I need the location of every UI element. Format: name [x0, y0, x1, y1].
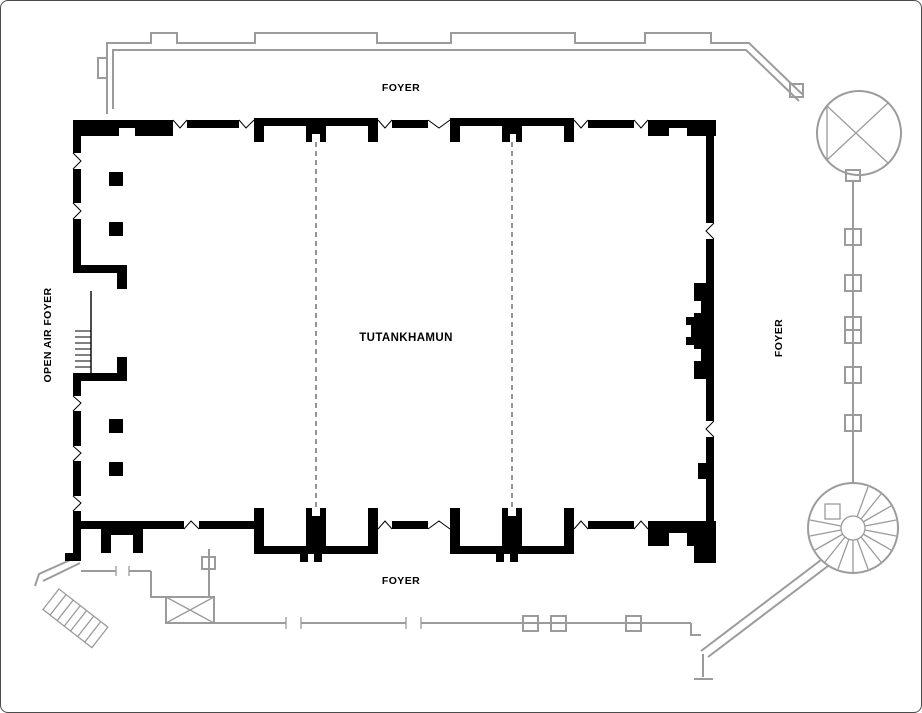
left-wall-stair-alcove [73, 265, 127, 381]
entry-vestibule-top-right [450, 118, 574, 142]
entry-vestibule-top-left [254, 118, 378, 142]
entry-vestibule-bottom-left [254, 508, 378, 562]
top-perimeter-wall-inner [112, 49, 800, 109]
bottom-left-diagonal-wall [34, 556, 81, 587]
foyer-right-label: FOYER [773, 319, 785, 357]
door-opening-markers [72, 119, 715, 530]
hall-top-wall-corner-left [73, 120, 173, 136]
top-left-wall-tab [97, 57, 107, 79]
crossed-shaft-box [165, 596, 215, 624]
foyer-bottom-label: FOYER [382, 575, 420, 587]
top-perimeter-wall [106, 32, 803, 114]
bottom-perimeter-wall [214, 615, 701, 636]
entry-vestibule-bottom-right [450, 508, 574, 562]
foyer-top-label: FOYER [382, 82, 420, 94]
partition-divider-lines [315, 142, 513, 508]
hall-top-wall-corner-right [648, 120, 716, 136]
round-column [816, 90, 902, 182]
interior-columns [109, 172, 123, 476]
bottom-left-service-area [34, 549, 216, 649]
outer-gray-walls [34, 32, 902, 680]
spiral-staircase [807, 482, 899, 574]
right-wall-columns [844, 228, 862, 432]
open-air-foyer-label: OPEN AIR FOYER [42, 287, 54, 382]
service-stairs [42, 588, 109, 649]
hall-label: TUTANKHAMUN [359, 332, 453, 344]
room-labels: FOYER TUTANKHAMUN FOYER FOYER OPEN AIR F… [42, 82, 785, 587]
bottom-right-diagonal-wall [694, 559, 829, 680]
diagonal-junction-tab [789, 83, 804, 98]
hall-walls [65, 118, 716, 563]
hall-bottom-wall-corner-right [648, 521, 716, 546]
right-wall-niche [694, 283, 706, 379]
hall-bottom-wall-block-left [101, 521, 143, 553]
